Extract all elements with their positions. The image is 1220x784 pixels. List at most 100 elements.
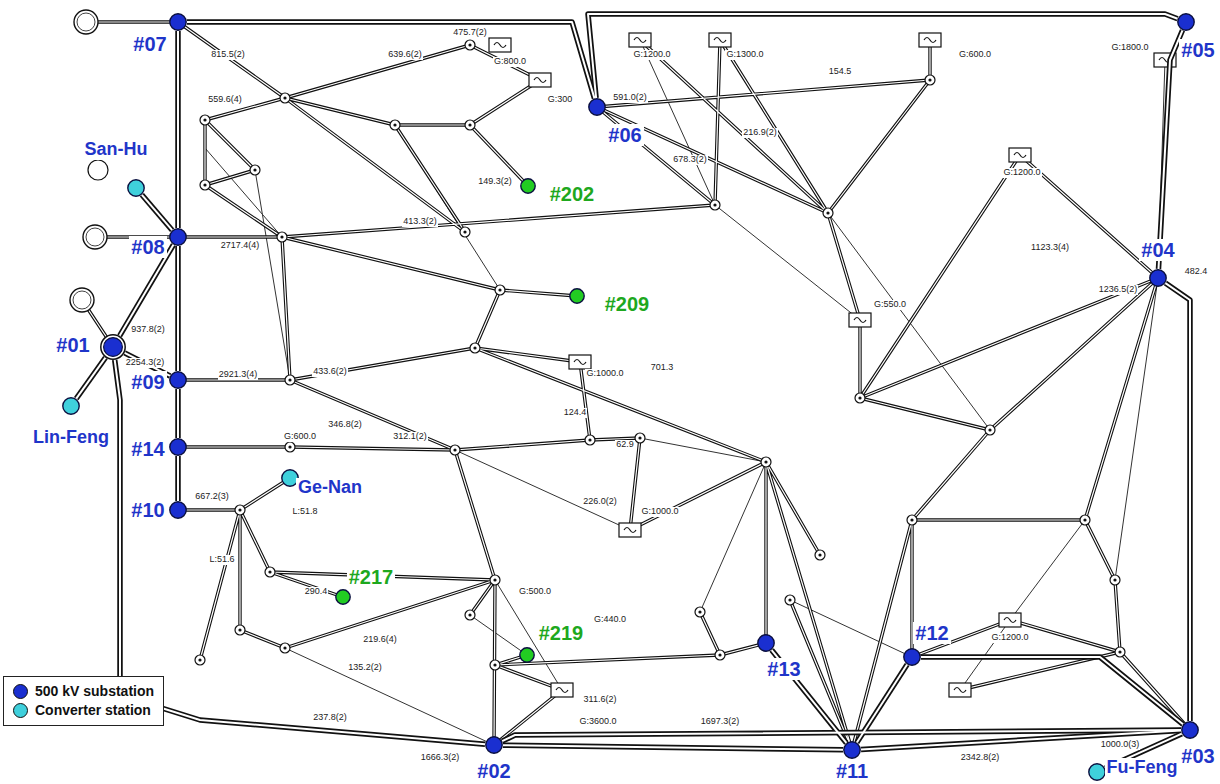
substation-node: #01 bbox=[100, 334, 126, 360]
station-dot bbox=[170, 229, 186, 245]
station-label: #10 bbox=[129, 499, 166, 521]
transmission-line bbox=[187, 22, 594, 98]
transmission-line bbox=[175, 31, 181, 228]
station-label: #09 bbox=[129, 371, 166, 393]
station-symbol bbox=[903, 648, 921, 666]
bus-node: #219 bbox=[519, 647, 535, 663]
line-value: 667.2(3) bbox=[194, 492, 230, 502]
line-value: 124.4 bbox=[563, 408, 588, 418]
transmission-line bbox=[921, 657, 1183, 724]
substation-node: #05 bbox=[1177, 13, 1195, 31]
line-value: G:440.0 bbox=[593, 615, 627, 625]
transmission-line-core bbox=[588, 14, 1178, 98]
line-value: 2717.4(4) bbox=[220, 241, 261, 251]
station-symbol bbox=[127, 179, 145, 197]
substation-node: #13 bbox=[757, 634, 775, 652]
line-value: 937.8(2) bbox=[130, 325, 166, 335]
line-value: 237.8(2) bbox=[312, 713, 348, 723]
transmission-line-core bbox=[921, 657, 1183, 724]
substation-node: #11 bbox=[843, 741, 861, 759]
station-dot bbox=[1150, 270, 1166, 286]
substation-node: #08 bbox=[169, 228, 187, 246]
transmission-line bbox=[175, 389, 181, 438]
station-label: #05 bbox=[1179, 39, 1216, 61]
line-value: 154.5 bbox=[828, 67, 853, 77]
line-value: 312.1(2) bbox=[392, 432, 428, 442]
station-label: #12 bbox=[913, 622, 950, 644]
substation-node: #02 bbox=[485, 736, 503, 754]
legend-row: Converter station bbox=[13, 701, 154, 720]
station-dot bbox=[170, 502, 186, 518]
station-symbol bbox=[169, 438, 187, 456]
station-symbol bbox=[335, 589, 351, 605]
legend-swatch bbox=[13, 684, 28, 699]
station-label: #02 bbox=[475, 760, 512, 782]
converter-node: Ge-Nan bbox=[281, 469, 299, 487]
station-dot bbox=[758, 635, 774, 651]
station-label: Lin-Feng bbox=[31, 428, 111, 448]
transmission-line-core bbox=[177, 246, 179, 371]
line-value: 413.3(2) bbox=[402, 217, 438, 227]
legend-swatch bbox=[13, 703, 28, 718]
transmission-line bbox=[115, 360, 485, 744]
transmission-line bbox=[1158, 30, 1182, 269]
station-label: #06 bbox=[606, 124, 643, 146]
station-label: #04 bbox=[1139, 239, 1176, 261]
line-value: G:800.0 bbox=[493, 57, 527, 67]
line-value: G:1200.0 bbox=[1002, 168, 1041, 178]
transmission-line bbox=[175, 246, 181, 371]
line-value: 311.6(2) bbox=[583, 695, 618, 705]
bus-node: #209 bbox=[569, 288, 585, 304]
station-label: #209 bbox=[603, 293, 652, 315]
station-label: Fu-Feng bbox=[1105, 758, 1180, 778]
station-label: #217 bbox=[347, 566, 396, 588]
transmission-line-core bbox=[861, 731, 1181, 750]
legend-text: Converter station bbox=[35, 701, 151, 720]
transmission-line bbox=[861, 731, 1181, 750]
substation-node: #09 bbox=[169, 371, 187, 389]
line-value: 1666.3(2) bbox=[420, 753, 461, 763]
station-dot bbox=[1089, 764, 1105, 780]
transmission-line-core bbox=[1165, 283, 1190, 721]
station-label: #13 bbox=[765, 658, 802, 680]
line-value: 433.6(2) bbox=[312, 367, 348, 377]
legend-text: 500 kV substation bbox=[35, 682, 154, 701]
transmission-line bbox=[1165, 283, 1190, 721]
station-symbol bbox=[1149, 269, 1167, 287]
line-value: 1123.3(4) bbox=[1030, 243, 1070, 253]
station-symbol bbox=[1177, 13, 1195, 31]
transmission-line-core bbox=[177, 456, 179, 501]
station-symbol bbox=[1088, 763, 1106, 781]
line-value: G:550.0 bbox=[873, 300, 907, 310]
line-value: G:1000.0 bbox=[640, 507, 679, 517]
station-dot bbox=[1182, 722, 1198, 738]
line-value: 216.9(2) bbox=[742, 128, 778, 138]
line-value: G:300 bbox=[547, 95, 574, 105]
station-dot bbox=[63, 398, 79, 414]
station-symbol bbox=[62, 397, 80, 415]
line-value: 2921.3(4) bbox=[218, 370, 259, 380]
legend-row: 500 kV substation bbox=[13, 682, 154, 701]
station-symbol bbox=[485, 736, 503, 754]
station-ring bbox=[101, 335, 125, 359]
transmission-line bbox=[503, 745, 843, 750]
station-dot bbox=[104, 338, 123, 357]
station-label: San-Hu bbox=[83, 140, 150, 160]
station-symbol bbox=[169, 228, 187, 246]
line-value: 2254.3(2) bbox=[125, 358, 166, 368]
line-value: 219.6(4) bbox=[362, 635, 398, 645]
transmission-line-core bbox=[1158, 30, 1182, 269]
line-value: 346.8(2) bbox=[327, 420, 363, 430]
transmission-line bbox=[588, 14, 1178, 98]
station-label: #07 bbox=[131, 33, 168, 55]
transmission-line-core bbox=[857, 665, 907, 743]
converter-node: San-Hu bbox=[127, 179, 145, 197]
line-value: 639.6(2) bbox=[387, 50, 423, 60]
line-value: 701.3 bbox=[650, 363, 675, 373]
transmission-line bbox=[175, 456, 181, 501]
transmission-line bbox=[857, 665, 907, 743]
substation-node: #06 bbox=[588, 98, 606, 116]
station-dot bbox=[336, 590, 350, 604]
